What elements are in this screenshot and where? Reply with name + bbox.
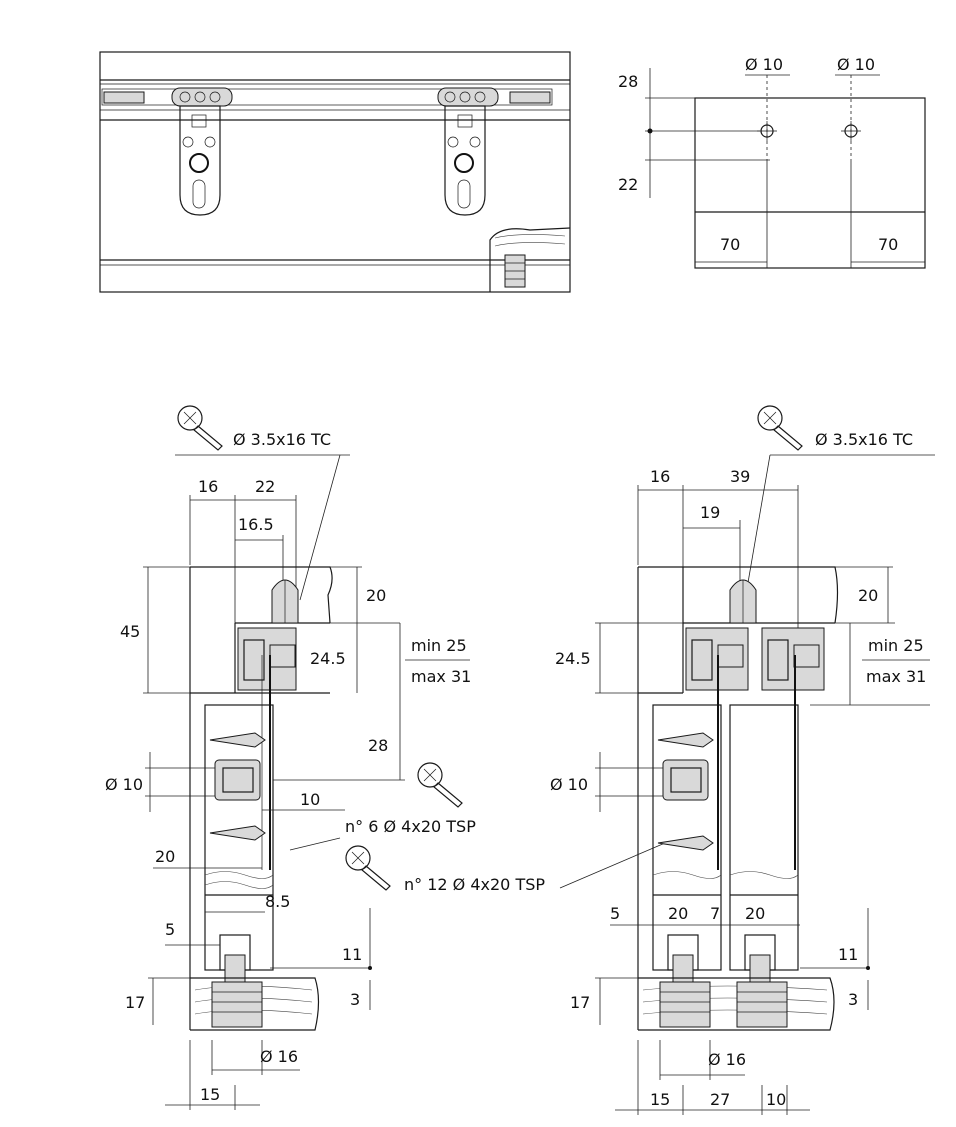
dim-28: 28 <box>618 72 638 91</box>
screw-tsp-icon-2 <box>345 845 391 891</box>
label-max-31-right: max 31 <box>866 667 926 686</box>
dim-39: 39 <box>730 467 750 486</box>
dim-10: 10 <box>300 790 320 809</box>
dim-10-right: 10 <box>766 1090 786 1109</box>
label-min-25: min 25 <box>411 636 467 655</box>
dim-70-left: 70 <box>720 235 740 254</box>
dim-dia-10-right: Ø 10 <box>550 775 588 794</box>
hanger-left <box>171 87 233 216</box>
front-elevation-view <box>99 51 571 293</box>
dim-17: 17 <box>125 993 145 1012</box>
screw-tc-icon-right <box>757 405 803 451</box>
dim-16: 16 <box>198 477 218 496</box>
hole-diameter-left: Ø 10 <box>745 55 783 74</box>
dim-20-top: 20 <box>366 586 386 605</box>
dim-28-left: 28 <box>368 736 388 755</box>
dim-15: 15 <box>200 1085 220 1104</box>
dim-11: 11 <box>342 945 362 964</box>
door-screws-left <box>209 732 266 841</box>
dim-5-right: 5 <box>610 904 620 923</box>
dim-3: 3 <box>350 990 360 1009</box>
dim-20-top-right: 20 <box>858 586 878 605</box>
dim-8-5: 8.5 <box>265 892 290 911</box>
label-screw-12: n° 12 Ø 4x20 TSP <box>404 875 545 894</box>
section-left: Ø 3.5x16 TC 16 22 16.5 45 20 <box>105 405 666 1110</box>
label-max-31: max 31 <box>411 667 471 686</box>
dim-27: 27 <box>710 1090 730 1109</box>
screw-tc-icon <box>177 405 223 451</box>
dim-45: 45 <box>120 622 140 641</box>
dim-15-right: 15 <box>650 1090 670 1109</box>
dim-20-door-2: 20 <box>745 904 765 923</box>
dim-20-door-1: 20 <box>668 904 688 923</box>
label-screw-6: n° 6 Ø 4x20 TSP <box>345 817 476 836</box>
label-screw-tc: Ø 3.5x16 TC <box>233 430 331 449</box>
dim-dia-16-right: Ø 16 <box>708 1050 746 1069</box>
label-min-25-right: min 25 <box>868 636 924 655</box>
dim-24-5: 24.5 <box>310 649 346 668</box>
dim-11-right: 11 <box>838 945 858 964</box>
dim-22: 22 <box>618 175 638 194</box>
section-right: Ø 3.5x16 TC 16 39 19 20 <box>550 405 935 1115</box>
screw-tsp-icon-1 <box>417 762 463 808</box>
dim-17-right: 17 <box>570 993 590 1012</box>
dim-19: 19 <box>700 503 720 522</box>
bottom-guide-cutaway <box>489 227 571 292</box>
dim-16-5: 16.5 <box>238 515 274 534</box>
hole-diameter-right: Ø 10 <box>837 55 875 74</box>
dim-dia-16: Ø 16 <box>260 1047 298 1066</box>
dim-dia-10: Ø 10 <box>105 775 143 794</box>
dim-24-5-right: 24.5 <box>555 649 591 668</box>
dim-70-right: 70 <box>878 235 898 254</box>
dim-20-mid: 20 <box>155 847 175 866</box>
hanger-right <box>437 87 499 216</box>
dim-7: 7 <box>710 904 720 923</box>
dim-3-right: 3 <box>848 990 858 1009</box>
drilling-plan-view: 28 22 Ø 10 Ø 10 70 70 <box>618 55 926 269</box>
dim-5: 5 <box>165 920 175 939</box>
dim-16-right: 16 <box>650 467 670 486</box>
label-screw-tc-right: Ø 3.5x16 TC <box>815 430 913 449</box>
dim-22: 22 <box>255 477 275 496</box>
